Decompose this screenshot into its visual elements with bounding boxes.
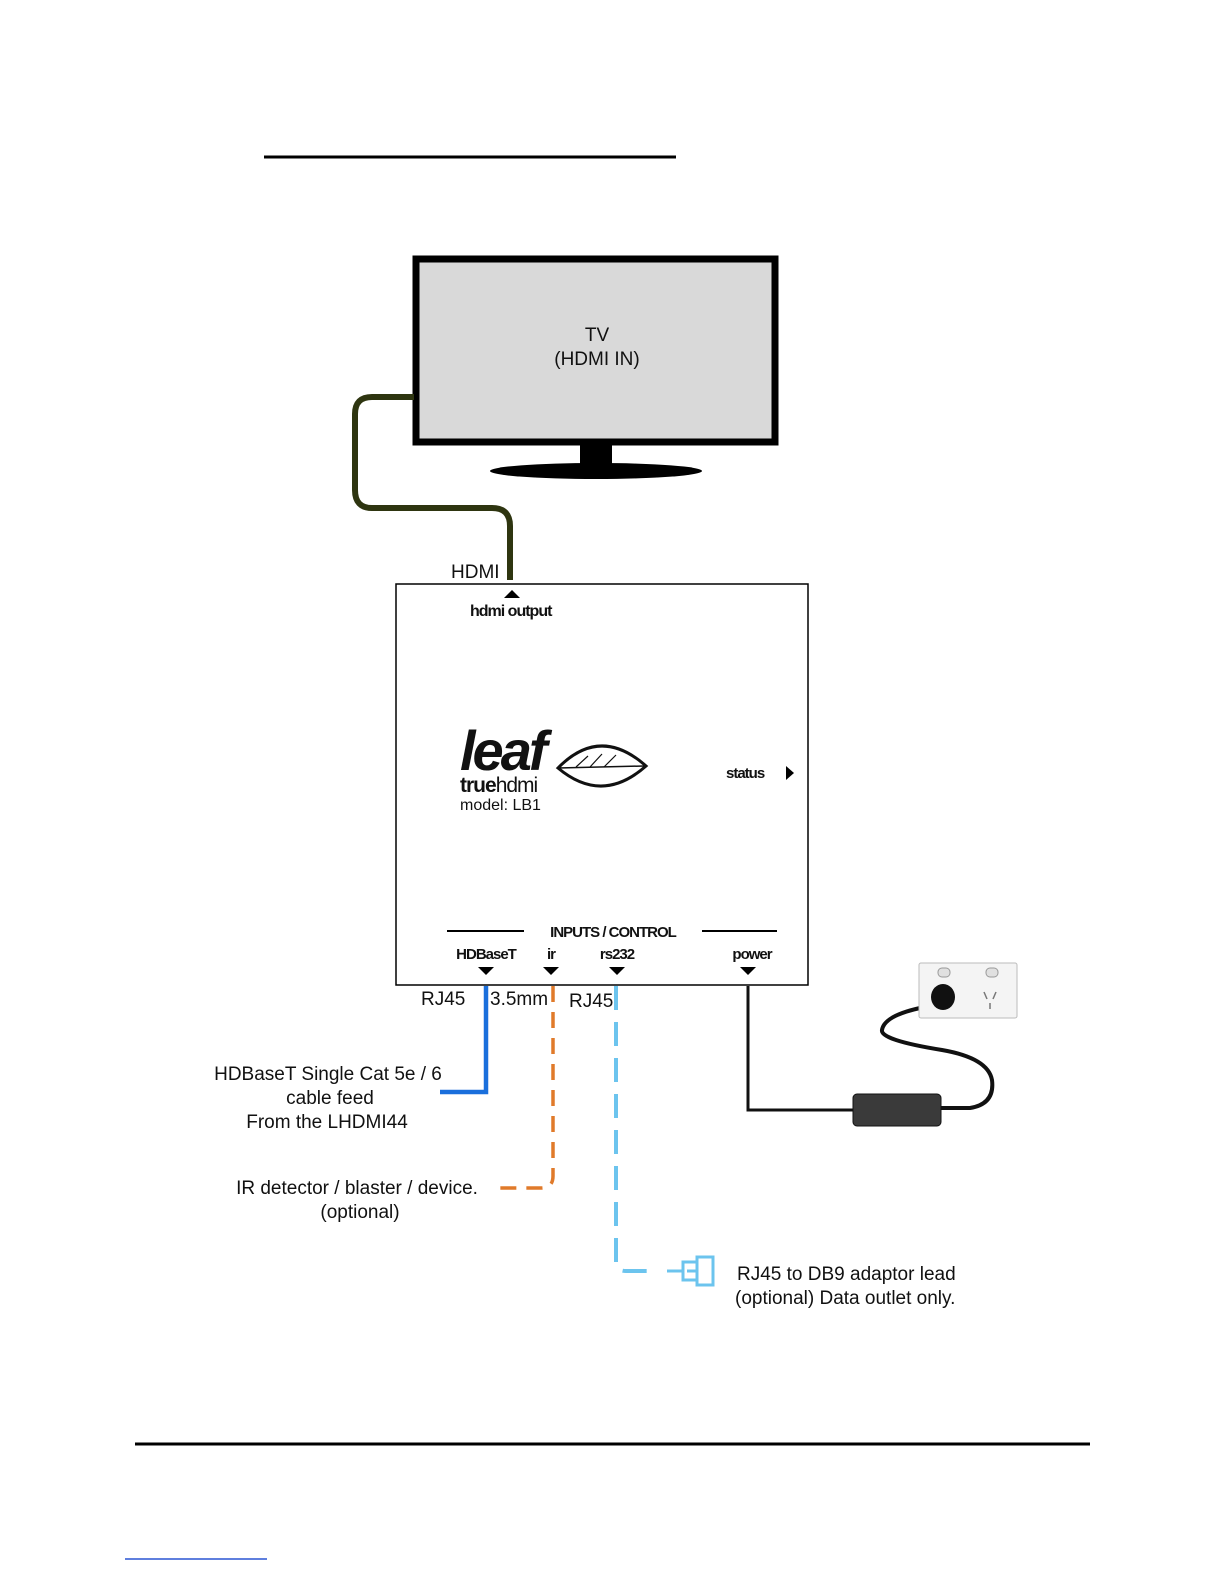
- wall-outlet-icon: [919, 963, 1017, 1018]
- brand-sub-hdmi: hdmi: [496, 774, 538, 797]
- leaf-device: hdmi output leaf truehdmi model: LB1 sta…: [396, 584, 808, 985]
- tv: TV (HDMI IN): [416, 259, 775, 479]
- port-rs232-label: rs232: [600, 946, 635, 963]
- ir-cable: [494, 986, 553, 1188]
- db9-text-2: (optional) Data outlet only.: [735, 1288, 955, 1309]
- mm35-label: 3.5mm: [490, 989, 548, 1010]
- power-adaptor: [853, 1094, 941, 1126]
- brand-subtitle: truehdmi: [460, 774, 538, 797]
- db9-text-1: RJ45 to DB9 adaptor lead: [737, 1264, 956, 1285]
- rj45-right-label: RJ45: [569, 991, 613, 1012]
- db9-adaptor-icon: [667, 1257, 713, 1285]
- section-label: INPUTS / CONTROL: [550, 924, 677, 941]
- hdbaset-text-3: From the LHDMI44: [246, 1112, 408, 1133]
- hdbaset-text-2: cable feed: [286, 1088, 374, 1109]
- tv-neck: [580, 444, 612, 466]
- hdbaset-text-1: HDBaseT Single Cat 5e / 6: [214, 1064, 442, 1085]
- status-label: status: [726, 765, 765, 782]
- brand-sub-true: true: [460, 774, 496, 797]
- tv-label-line2: (HDMI IN): [554, 349, 639, 370]
- rj45-left-label: RJ45: [421, 989, 465, 1010]
- port-ir-label: ir: [547, 946, 556, 963]
- rs232-cable: [616, 986, 652, 1271]
- tv-stand: [490, 463, 702, 479]
- port-hdbaset-label: HDBaseT: [456, 946, 517, 963]
- tv-label-line1: TV: [585, 325, 610, 346]
- port-power-label: power: [732, 946, 772, 963]
- power-cable: [748, 986, 855, 1110]
- ir-text-1: IR detector / blaster / device.: [236, 1178, 478, 1199]
- ir-text-2: (optional): [320, 1202, 399, 1223]
- hdmi-label: HDMI: [451, 562, 500, 583]
- hdmi-output-label: hdmi output: [470, 603, 553, 620]
- model-label: model: LB1: [460, 797, 541, 814]
- brand-logo: leaf: [460, 719, 553, 782]
